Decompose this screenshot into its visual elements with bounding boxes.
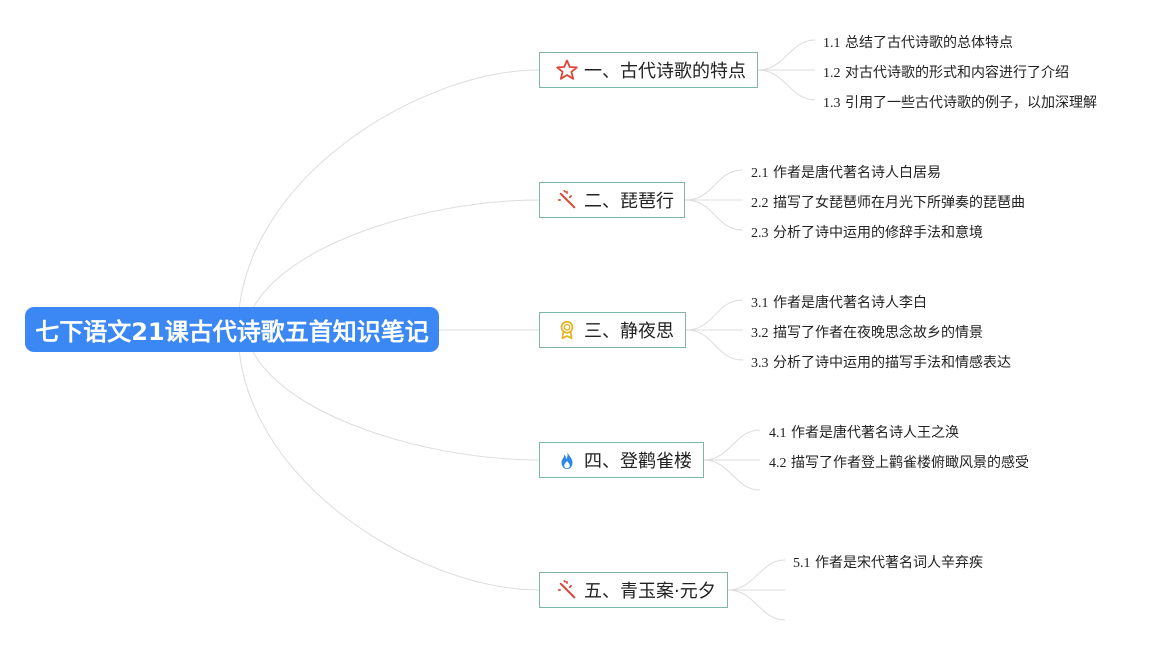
leaf-item[interactable]: 3.1 作者是唐代著名诗人李白 bbox=[751, 295, 927, 311]
leaf-item[interactable]: 2.3 分析了诗中运用的修辞手法和意境 bbox=[751, 225, 983, 241]
branch-label: 二、琵琶行 bbox=[584, 191, 674, 212]
branch-topic-4[interactable]: 四、登鹳雀楼 bbox=[539, 442, 704, 478]
leaf-item[interactable]: 5.1 作者是宋代著名词人辛弃疾 bbox=[793, 555, 983, 571]
branch-label: 三、静夜思 bbox=[584, 321, 674, 342]
leaf-item[interactable]: 1.1 总结了古代诗歌的总体特点 bbox=[823, 35, 1013, 51]
leaf-item[interactable]: 4.2 描写了作者登上鹳雀楼俯瞰风景的感受 bbox=[769, 455, 1029, 471]
branch-topic-1[interactable]: 一、古代诗歌的特点 bbox=[539, 52, 758, 88]
branch-label: 一、古代诗歌的特点 bbox=[584, 61, 746, 82]
wand-icon bbox=[554, 577, 580, 603]
leaf-item[interactable]: 4.1 作者是唐代著名诗人王之涣 bbox=[769, 425, 959, 441]
wand-icon bbox=[554, 187, 580, 213]
leaf-item[interactable]: 3.3 分析了诗中运用的描写手法和情感表达 bbox=[751, 355, 1011, 371]
leaf-item[interactable]: 1.3 引用了一些古代诗歌的例子，以加深理解 bbox=[823, 95, 1097, 111]
leaf-item[interactable]: 3.2 描写了作者在夜晚思念故乡的情景 bbox=[751, 325, 983, 341]
branch-topic-2[interactable]: 二、琵琶行 bbox=[539, 182, 685, 218]
branch-label: 五、青玉案·元夕 bbox=[584, 581, 716, 602]
award-icon bbox=[554, 317, 580, 343]
leaf-item[interactable]: 2.2 描写了女琵琶师在月光下所弹奏的琵琶曲 bbox=[751, 195, 1025, 211]
branch-topic-5[interactable]: 五、青玉案·元夕 bbox=[539, 572, 728, 608]
root-topic[interactable]: 七下语文21课古代诗歌五首知识笔记 bbox=[25, 307, 439, 352]
star-icon bbox=[554, 57, 580, 83]
branch-label: 四、登鹳雀楼 bbox=[584, 451, 692, 472]
flame-icon bbox=[554, 447, 580, 473]
leaf-item[interactable]: 1.2 对古代诗歌的形式和内容进行了介绍 bbox=[823, 65, 1069, 81]
branch-topic-3[interactable]: 三、静夜思 bbox=[539, 312, 686, 348]
leaf-item[interactable]: 2.1 作者是唐代著名诗人白居易 bbox=[751, 165, 941, 181]
